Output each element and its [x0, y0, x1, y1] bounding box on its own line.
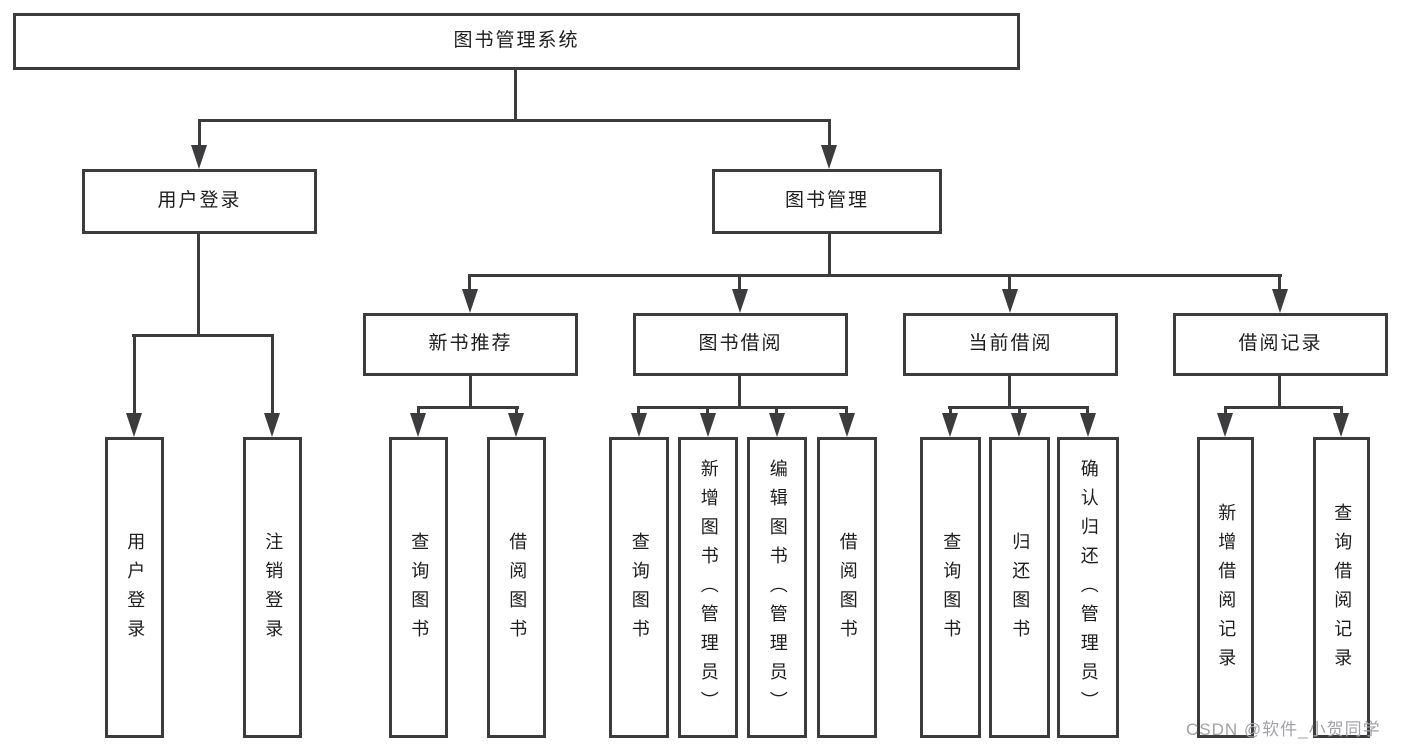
arrow-down-icon [264, 413, 280, 437]
arrow-down-icon [821, 145, 837, 169]
arrow-down-icon [732, 289, 748, 313]
arrow-down-icon [191, 145, 207, 169]
arrow-down-icon [410, 413, 426, 437]
connector-stem-leaf-logout [271, 334, 274, 419]
connector-root-branch [198, 119, 831, 122]
arrow-down-icon [1002, 289, 1018, 313]
node-leaf-query-borrow-record: 查询借阅记录 [1313, 437, 1370, 738]
node-current-borrowing: 当前借阅 [903, 313, 1118, 376]
connector-stem-leaf [417, 406, 420, 419]
node-leaf-user-login: 用户登录 [105, 437, 164, 738]
connector-stem-borrow-records [1278, 274, 1281, 292]
arrow-down-icon [508, 413, 524, 437]
arrow-down-icon [1272, 289, 1288, 313]
node-user-login: 用户登录 [82, 169, 317, 234]
node-leaf-query-books-3: 查询图书 [920, 437, 981, 738]
node-leaf-add-books-admin: 新增图书（管理员） [678, 437, 738, 738]
connector-stem-leaf [1340, 406, 1343, 419]
connector-userlogin-branch [132, 334, 274, 337]
connector-stem-leaf [1086, 406, 1089, 419]
connector-newbook-branch [417, 406, 519, 409]
arrow-down-icon [126, 413, 142, 437]
node-borrowing-records: 借阅记录 [1173, 313, 1388, 376]
connector-stem-current-borrow [1008, 274, 1011, 292]
arrow-down-icon [1080, 413, 1096, 437]
connector-stem-leaf-login [133, 334, 136, 419]
node-leaf-query-books-2: 查询图书 [609, 437, 669, 738]
arrow-down-icon [700, 413, 716, 437]
connector-stem-leaf [775, 406, 778, 419]
csdn-watermark: CSDN @软件_小贺同学 [1186, 720, 1381, 739]
connector-stem-book-mgmt [828, 119, 831, 149]
node-leaf-query-books-1: 查询图书 [389, 437, 448, 738]
node-leaf-logout: 注销登录 [243, 437, 302, 738]
node-leaf-return-books: 归还图书 [989, 437, 1050, 738]
node-book-borrowing: 图书借阅 [633, 313, 848, 376]
node-library-management-system: 图书管理系统 [13, 13, 1020, 70]
connector-bookborrow-stem [738, 376, 741, 409]
connector-bookborrow-branch [637, 406, 848, 409]
connector-stem-leaf [637, 406, 640, 419]
connector-bookmgmt-stem [828, 234, 831, 277]
connector-stem-book-borrow [738, 274, 741, 292]
connector-stem-leaf [515, 406, 518, 419]
connector-records-stem [1278, 376, 1281, 409]
connector-stem-leaf [845, 406, 848, 419]
connector-currentborrow-stem [1008, 376, 1011, 409]
arrow-down-icon [839, 413, 855, 437]
arrow-down-icon [1011, 413, 1027, 437]
connector-records-branch [1224, 406, 1343, 409]
node-new-book-recommend: 新书推荐 [363, 313, 578, 376]
connector-bookmgmt-branch [468, 274, 1282, 277]
connector-userlogin-stem [197, 234, 200, 337]
connector-newbook-stem [469, 376, 472, 409]
node-leaf-add-borrow-record: 新增借阅记录 [1197, 437, 1254, 738]
arrow-down-icon [769, 413, 785, 437]
connector-stem-user-login [198, 119, 201, 149]
arrow-down-icon [1333, 413, 1349, 437]
connector-stem-new-book [468, 274, 471, 292]
connector-stem-leaf [1224, 406, 1227, 419]
node-leaf-edit-books-admin: 编辑图书（管理员） [747, 437, 807, 738]
connector-stem-leaf [1018, 406, 1021, 419]
arrow-down-icon [942, 413, 958, 437]
arrow-down-icon [631, 413, 647, 437]
arrow-down-icon [1217, 413, 1233, 437]
connector-stem-leaf [706, 406, 709, 419]
node-leaf-borrow-books-1: 借阅图书 [487, 437, 546, 738]
node-leaf-confirm-return-admin: 确认归还（管理员） [1057, 437, 1119, 738]
node-leaf-borrow-books-2: 借阅图书 [817, 437, 877, 738]
connector-root-stem [514, 70, 517, 121]
node-book-management: 图书管理 [712, 169, 942, 234]
arrow-down-icon [462, 289, 478, 313]
connector-stem-leaf [949, 406, 952, 419]
